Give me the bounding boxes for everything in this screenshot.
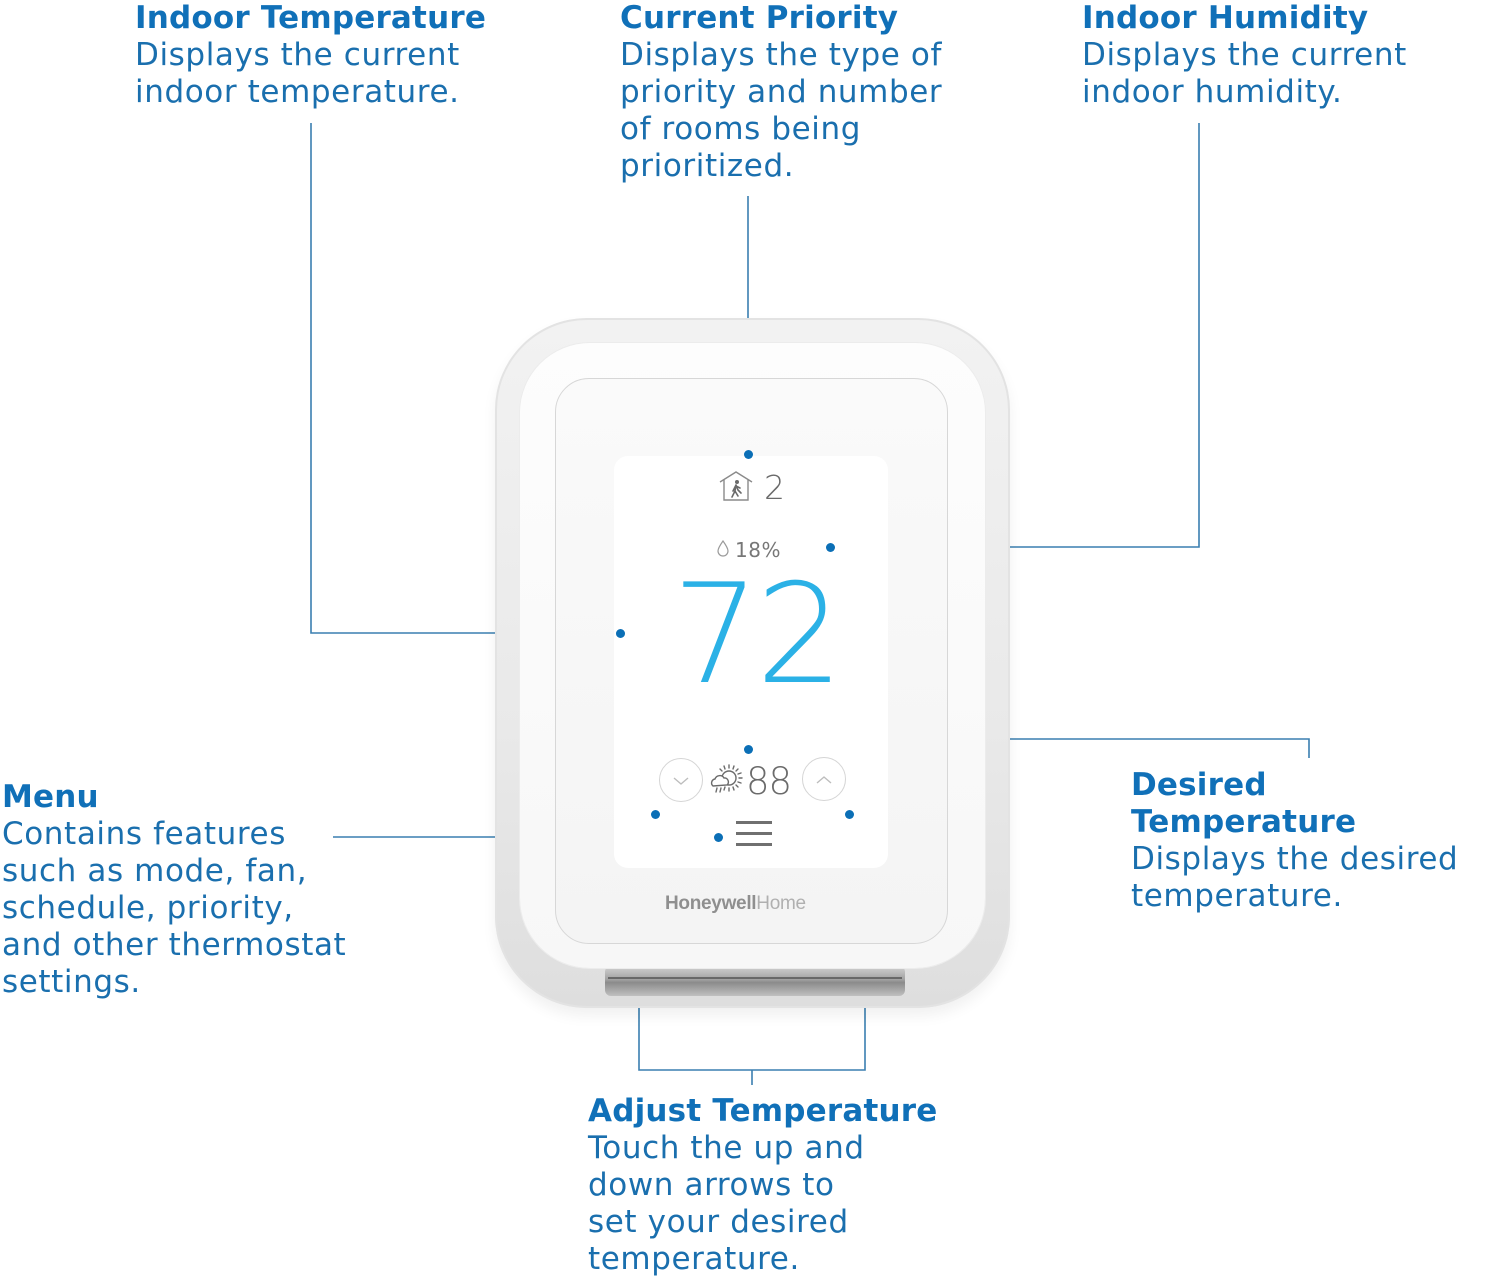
humidity-display: 18% bbox=[716, 538, 781, 562]
callout-description: Touch the up and down arrows to set your… bbox=[588, 1130, 938, 1278]
connector-dot-indoor-humidity bbox=[826, 543, 835, 552]
desired-temperature-value: 88 bbox=[746, 760, 792, 803]
desc-line: Contains features bbox=[2, 816, 286, 852]
connector-dot-adjust-down bbox=[651, 810, 660, 819]
desc-line: Displays the current bbox=[135, 37, 460, 73]
desc-line: and other thermostat bbox=[2, 927, 347, 963]
chevron-up-icon bbox=[815, 770, 833, 789]
callout-desired-temperature: Desired Temperature Displays the desired… bbox=[1131, 767, 1500, 915]
callout-adjust-temperature: Adjust Temperature Touch the up and down… bbox=[588, 1093, 938, 1278]
humidity-value: 18% bbox=[735, 538, 781, 562]
desc-line: settings. bbox=[2, 964, 141, 1000]
callout-description: Contains features such as mode, fan, sch… bbox=[2, 816, 346, 1001]
callout-title: Menu bbox=[2, 779, 99, 815]
desc-line: of rooms being bbox=[620, 111, 862, 147]
callout-description: Displays the desired temperature. bbox=[1131, 841, 1500, 915]
connector-dot-menu bbox=[714, 833, 723, 842]
callout-description: Displays the current indoor temperature. bbox=[135, 37, 486, 111]
connector-dot-adjust-up bbox=[845, 810, 854, 819]
priority-room-count: 2 bbox=[764, 468, 785, 507]
brand-suffix: Home bbox=[756, 893, 806, 914]
desc-line: indoor humidity. bbox=[1082, 74, 1343, 110]
indoor-temperature-value: 72 bbox=[672, 554, 844, 715]
callout-title: Desired Temperature bbox=[1131, 767, 1357, 840]
desc-line: temperature. bbox=[588, 1241, 800, 1277]
desc-line: set your desired bbox=[588, 1204, 849, 1240]
priority-indicator[interactable]: 2 bbox=[718, 468, 785, 507]
callout-title: Adjust Temperature bbox=[588, 1093, 938, 1129]
thermostat-base-edge bbox=[605, 966, 905, 996]
connector-dot-desired-temperature bbox=[744, 745, 753, 754]
desc-line: prioritized. bbox=[620, 148, 795, 184]
desc-line: temperature. bbox=[1131, 878, 1343, 914]
home-occupied-icon bbox=[718, 470, 754, 506]
desc-line: down arrows to bbox=[588, 1167, 835, 1203]
desc-line: schedule, priority, bbox=[2, 890, 294, 926]
callout-menu: Menu Contains features such as mode, fan… bbox=[2, 779, 346, 1001]
callout-description: Displays the current indoor humidity. bbox=[1082, 37, 1407, 111]
callout-title: Indoor Temperature bbox=[135, 0, 487, 36]
chevron-down-icon bbox=[672, 771, 690, 790]
water-drop-icon bbox=[716, 539, 730, 561]
menu-button[interactable] bbox=[736, 820, 772, 848]
callout-title: Current Priority bbox=[620, 0, 899, 36]
temperature-up-button[interactable] bbox=[802, 757, 846, 801]
thermostat-base-seam bbox=[608, 977, 902, 979]
callout-indoor-humidity: Indoor Humidity Displays the current ind… bbox=[1082, 0, 1407, 111]
connector-dot-current-priority bbox=[744, 450, 753, 459]
desc-line: indoor temperature. bbox=[135, 74, 460, 110]
desired-temperature-display: 88 bbox=[708, 760, 792, 803]
temperature-down-button[interactable] bbox=[659, 758, 703, 802]
callout-description: Displays the type of priority and number… bbox=[620, 37, 942, 185]
desc-line: priority and number bbox=[620, 74, 943, 110]
callout-indoor-temperature: Indoor Temperature Displays the current … bbox=[135, 0, 486, 111]
desc-line: Displays the desired bbox=[1131, 841, 1459, 877]
brand-logo: HoneywellHome bbox=[665, 892, 806, 915]
desc-line: Touch the up and bbox=[588, 1130, 865, 1166]
callout-title: Indoor Humidity bbox=[1082, 0, 1369, 36]
desc-line: Displays the current bbox=[1082, 37, 1407, 73]
partly-cloudy-sun-icon bbox=[708, 762, 744, 802]
desc-line: such as mode, fan, bbox=[2, 853, 308, 889]
callout-current-priority: Current Priority Displays the type of pr… bbox=[620, 0, 942, 185]
brand-name: Honeywell bbox=[665, 893, 757, 914]
thermostat-screen bbox=[614, 456, 888, 868]
desc-line: Displays the type of bbox=[620, 37, 942, 73]
connector-dot-indoor-temperature bbox=[616, 629, 625, 638]
